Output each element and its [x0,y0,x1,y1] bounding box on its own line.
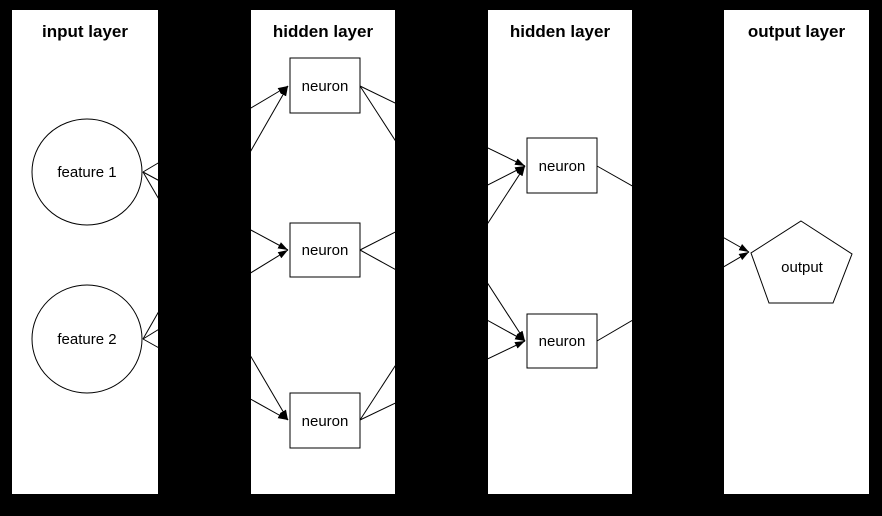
output-layer-title: output layer [748,22,846,41]
edge-feature1-h1n1 [142,85,289,173]
node-h2n2-label: neuron [539,333,586,350]
node-h1n3-label: neuron [302,413,349,430]
edge-feature1-h1n3 [142,171,289,421]
edge-h2n1-output [596,165,750,253]
node-output-label: output [781,259,824,276]
edge-feature2-h1n2 [142,249,289,340]
node-h2n1-label: neuron [539,158,586,175]
edge-feature1-h1n2 [142,171,289,251]
edge-feature2-h1n3 [142,338,289,421]
edge-h1n2-h2n1 [359,165,526,251]
node-feature1-circle [31,118,143,226]
hidden-layer-2-title: hidden layer [510,22,611,41]
edge-h1n1-h2n1 [359,85,526,167]
node-h2n2-box [526,313,598,369]
node-h1n3-box [289,392,361,449]
edge-h1n2-h2n2 [359,249,526,342]
node-h1n1-box [289,57,361,114]
edge-h1n1-h2n2 [359,85,526,342]
node-feature1-label: feature 1 [57,164,116,181]
edges [142,85,750,421]
node-feature2-label: feature 2 [57,331,116,348]
hidden-layer-1-title: hidden layer [273,22,374,41]
edge-h1n3-h2n1 [359,165,526,421]
hidden-layer-2-panel [488,10,632,494]
node-h2n1-box [526,137,598,194]
node-h1n1-label: neuron [302,78,349,95]
node-feature2-circle [31,284,143,394]
edge-feature2-h1n1 [142,85,289,340]
input-layer-panel [12,10,158,494]
input-layer-title: input layer [42,22,128,41]
node-h1n2-box [289,222,361,278]
edge-h1n3-h2n2 [359,340,526,421]
node-output-pentagon [750,220,853,304]
edge-h2n2-output [596,251,750,342]
node-h1n2-label: neuron [302,242,349,259]
